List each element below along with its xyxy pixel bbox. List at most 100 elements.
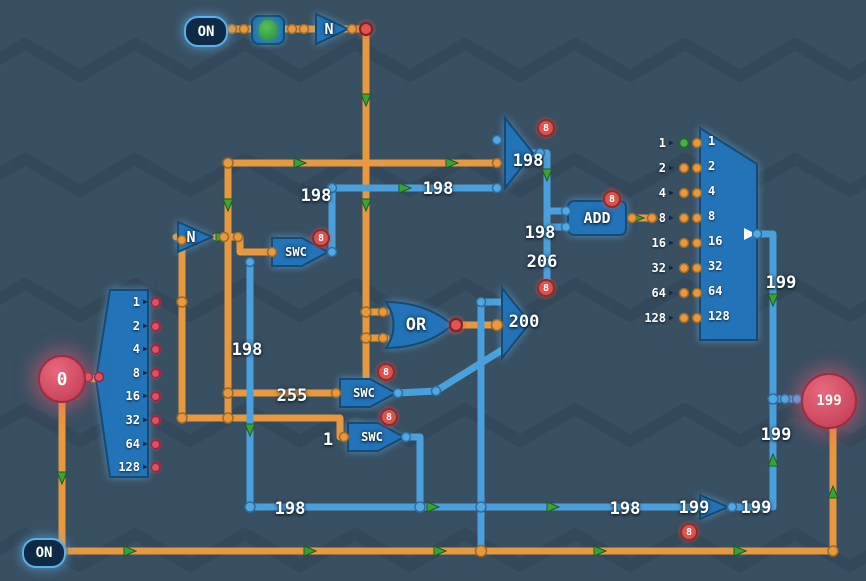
- bit-label: 32: [651, 261, 666, 275]
- splitter-bit-row: 16▶: [640, 234, 674, 252]
- wire-label: 198: [300, 186, 332, 206]
- value-blob-result-label: 199: [816, 393, 842, 409]
- wire-label: 199: [740, 498, 772, 518]
- on-switch-bottom[interactable]: ON: [22, 538, 66, 568]
- wire-swc2-diagonal: [394, 346, 506, 397]
- splitter-bit-row: 16▶: [114, 387, 160, 405]
- bit-arrow-icon: ▶: [669, 313, 674, 322]
- led-lamp[interactable]: [251, 15, 285, 45]
- wire-label: 255: [276, 386, 308, 406]
- bit-arrow-icon: ▶: [143, 391, 148, 400]
- maker-bit-label: 1: [708, 134, 716, 148]
- bit-label: 16: [125, 389, 140, 403]
- splitter-bit-row: 8▶: [640, 209, 674, 227]
- bit-arrow-icon: ▶: [669, 238, 674, 247]
- bit-label: 64: [651, 286, 666, 300]
- swc3-label: SWC: [361, 430, 383, 444]
- bit-arrow-icon: ▶: [143, 368, 148, 377]
- splitter-bit-row: 4▶: [640, 184, 674, 202]
- led-core-icon: [259, 20, 277, 40]
- bit-label: 1: [132, 295, 140, 309]
- swc2-label: SWC: [353, 386, 375, 400]
- value-blob-zero-label: 0: [56, 368, 68, 390]
- byte-badge: 8: [537, 279, 555, 297]
- bit-label: 128: [118, 460, 140, 474]
- value-blob-zero[interactable]: 0: [38, 355, 86, 403]
- splitter-bit-row: 128▶: [640, 309, 674, 327]
- on-switch-top[interactable]: ON: [184, 16, 228, 47]
- maker-bit-label: 64: [708, 284, 723, 298]
- flow-arrows: [56, 93, 839, 557]
- maker-bit-label: 16: [708, 234, 723, 248]
- wire-swc3-drop: [402, 433, 424, 511]
- byte-maker-top[interactable]: [504, 115, 535, 191]
- maker-bit-label: 4: [708, 184, 716, 198]
- byte-badge: 8: [603, 190, 621, 208]
- byte-badge: 8: [680, 523, 698, 541]
- add-component[interactable]: [567, 200, 627, 236]
- bit-label: 4: [658, 186, 666, 200]
- wire-label: 198: [524, 223, 556, 243]
- or-gate[interactable]: [384, 300, 454, 350]
- on-switch-bottom-label: ON: [35, 545, 53, 561]
- bit-arrow-icon: ▶: [669, 263, 674, 272]
- wire-label: 199: [760, 425, 792, 445]
- splitter-bit-row: 32▶: [114, 411, 160, 429]
- bit-pin[interactable]: [150, 391, 160, 401]
- bit-arrow-icon: ▶: [669, 213, 674, 222]
- swc-switch-1[interactable]: [271, 237, 331, 267]
- bit-pin[interactable]: [150, 297, 160, 307]
- wire-label: 198: [231, 340, 263, 360]
- value-blob-result[interactable]: 199: [801, 373, 857, 429]
- maker-bit-label: 32: [708, 259, 723, 273]
- blue-connector-dots: [244, 134, 803, 513]
- bit-label: 8: [658, 211, 666, 225]
- maker-bit-label: 8: [708, 209, 716, 223]
- wire-bottom-blue-right: [726, 230, 777, 511]
- byte-badge: 8: [312, 229, 330, 247]
- or-gate-label: OR: [405, 315, 427, 335]
- bit-label: 2: [132, 319, 140, 333]
- swc1-label: SWC: [285, 245, 307, 259]
- bit-label: 4: [132, 342, 140, 356]
- bit-label: 16: [651, 236, 666, 250]
- splitter-bit-row: 2▶: [640, 159, 674, 177]
- bit-label: 128: [644, 311, 666, 325]
- bit-pin[interactable]: [150, 462, 160, 472]
- not-gate-top[interactable]: [315, 12, 351, 46]
- wire-label: 198: [274, 499, 306, 519]
- not-gate-left-label: N: [186, 228, 196, 246]
- swc-switch-3[interactable]: [347, 422, 407, 452]
- bit-arrow-icon: ▶: [143, 297, 148, 306]
- byte-splitter-left-panel[interactable]: [94, 289, 149, 478]
- bit-label: 2: [658, 161, 666, 175]
- bit-label: 1: [658, 136, 666, 150]
- bit-label: 8: [132, 366, 140, 380]
- splitter-bit-row: 128▶: [114, 458, 160, 476]
- bit-arrow-icon: ▶: [143, 415, 148, 424]
- bit-pin[interactable]: [150, 439, 160, 449]
- byte-badge: 8: [537, 119, 555, 137]
- byte-badge: 8: [380, 408, 398, 426]
- wire-label: 200: [508, 312, 540, 332]
- bit-arrow-icon: ▶: [669, 288, 674, 297]
- splitter-bit-row: 64▶: [640, 284, 674, 302]
- bit-label: 64: [125, 437, 140, 451]
- bit-pin[interactable]: [150, 368, 160, 378]
- wire-label: 198: [422, 179, 454, 199]
- bit-pin[interactable]: [150, 344, 160, 354]
- on-switch-top-label: ON: [197, 23, 215, 40]
- swc-switch-2[interactable]: [339, 378, 399, 408]
- bit-pin[interactable]: [150, 321, 160, 331]
- bit-pin[interactable]: [150, 415, 160, 425]
- wire-swc1-up: [328, 184, 501, 256]
- wire-label: 199: [678, 498, 710, 518]
- splitter-bit-row: 4▶: [114, 340, 160, 358]
- red-signal-nodes: [356, 19, 466, 335]
- wire-label: 198: [609, 499, 641, 519]
- wire-label: 198: [512, 151, 544, 171]
- maker-bit-label: 2: [708, 159, 716, 173]
- wire-label: 1: [322, 430, 334, 450]
